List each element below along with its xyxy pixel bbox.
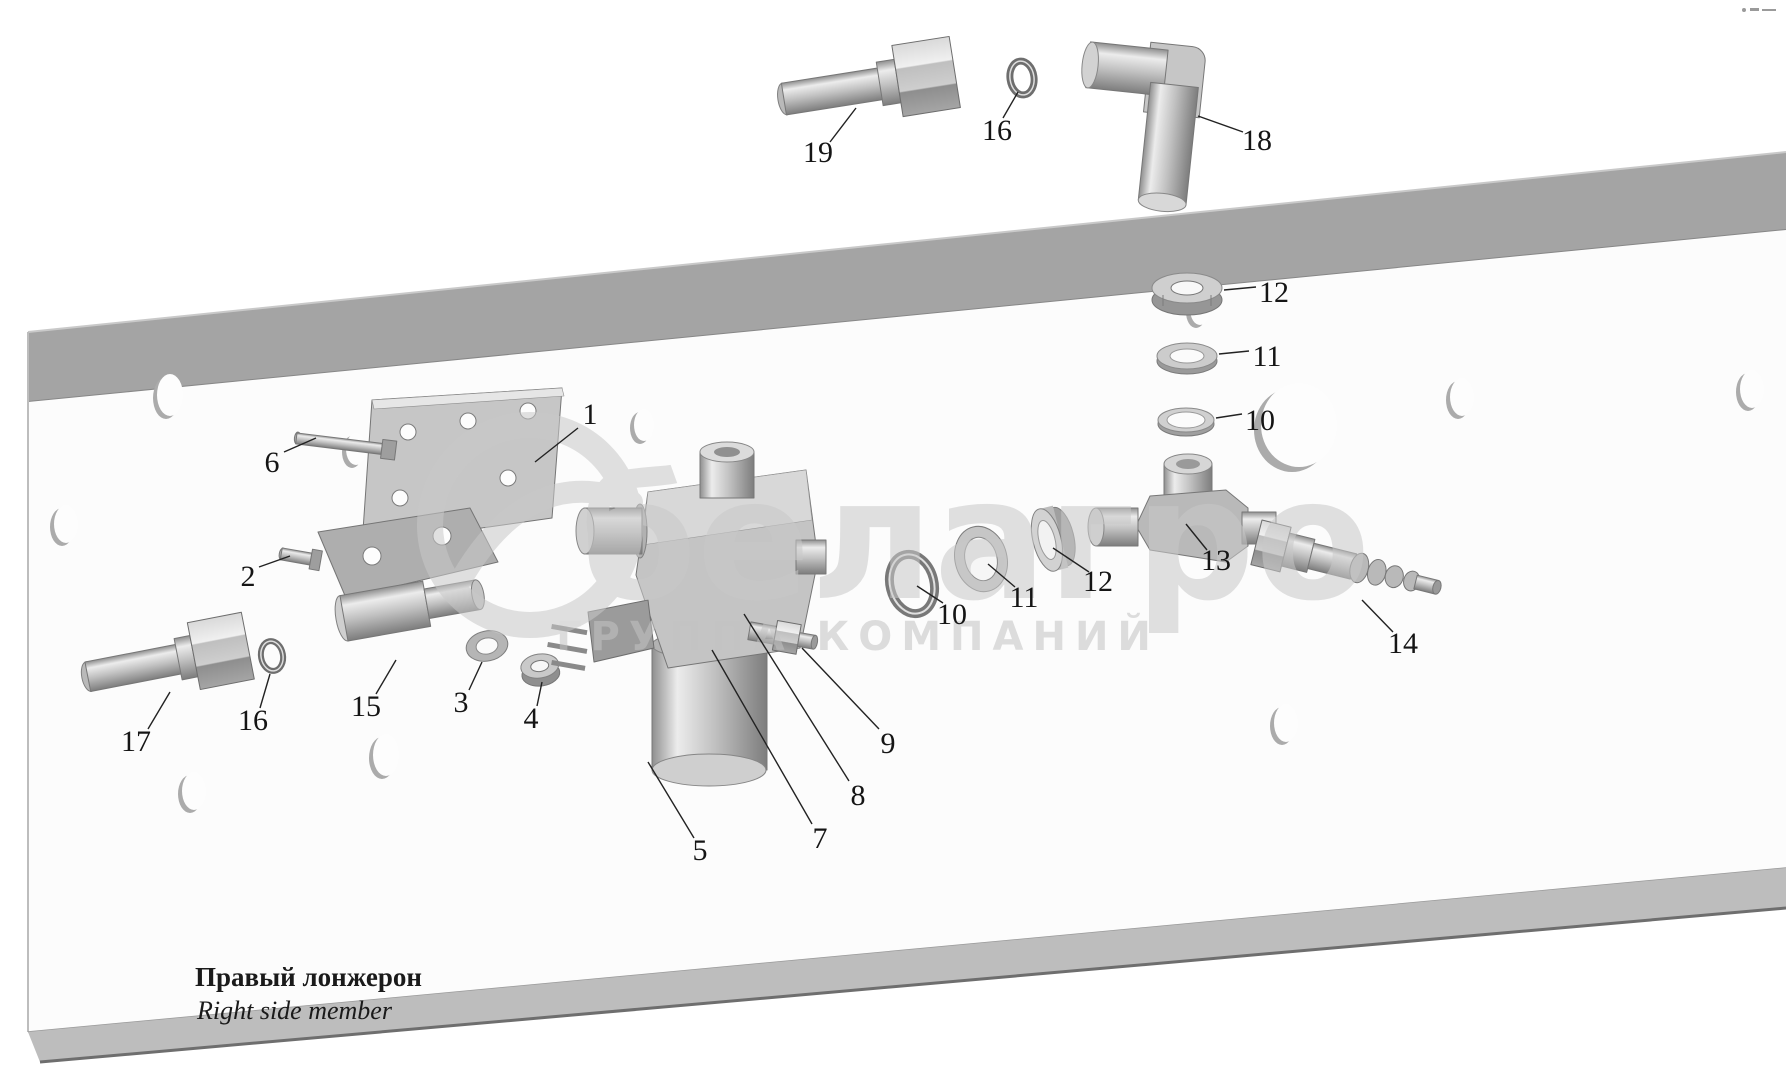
- leader-line: [536, 681, 543, 707]
- rail-hole: [1446, 378, 1474, 419]
- callout-16-left: 16: [238, 704, 268, 737]
- valve-assembly: [547, 441, 827, 787]
- leader-line: [711, 649, 813, 825]
- callout-16-top: 16: [982, 114, 1012, 147]
- callout-3: 3: [454, 686, 469, 719]
- leader-line: [1197, 115, 1244, 133]
- washer-11-mid: [954, 525, 1008, 593]
- callout-11-right: 11: [1253, 340, 1282, 373]
- straight-fitting-17: [80, 611, 255, 692]
- caption-russian: Правый лонжерон: [195, 962, 422, 992]
- washer-3: [465, 630, 509, 662]
- leader-line: [259, 673, 271, 709]
- leader-line: [801, 647, 880, 730]
- sleeve-nut-12-mid: [1030, 505, 1076, 572]
- leader-line: [258, 555, 291, 568]
- leader-line: [283, 437, 317, 453]
- nut-12-right: [1151, 272, 1223, 316]
- callout-15: 15: [351, 690, 381, 723]
- elbow-fitting-18: [1081, 41, 1206, 213]
- callout-19: 19: [803, 136, 833, 169]
- callout-10-mid: 10: [937, 598, 967, 631]
- callout-8: 8: [851, 779, 866, 812]
- callout-17: 17: [121, 725, 151, 758]
- callout-13: 13: [1201, 544, 1231, 577]
- nut-4: [520, 653, 561, 687]
- rail-hole: [1254, 383, 1337, 472]
- parts: [80, 35, 1442, 787]
- callout-1: 1: [583, 398, 598, 431]
- callout-4: 4: [524, 702, 539, 735]
- leader-line: [375, 659, 397, 695]
- valve-body: [635, 469, 827, 669]
- straight-fitting-19: [777, 35, 961, 118]
- leader-line: [647, 761, 695, 839]
- leader-lines: [147, 91, 1394, 839]
- o-ring-16-left: [257, 638, 287, 674]
- rail-hole: [1270, 704, 1298, 745]
- rail-hole: [153, 374, 183, 419]
- callouts: 19 16 18 12 11 10 1 6 2 10 11 12 13 14 1…: [121, 114, 1418, 867]
- leader-line: [1002, 91, 1019, 119]
- valve-top-port: [699, 441, 755, 499]
- leader-line: [987, 563, 1016, 588]
- watermark-subtitle: ГРУППА КОМПАНИЙ: [556, 612, 1160, 660]
- leader-line: [1223, 286, 1257, 291]
- watermark: белагро ГРУППА КОМПАНИЙ: [417, 412, 1371, 660]
- rail-hole: [369, 734, 399, 779]
- side-fitting-9: [747, 620, 819, 655]
- callout-10-right: 10: [1245, 404, 1275, 437]
- pin-6: [293, 431, 398, 461]
- leader-line: [147, 691, 171, 730]
- callout-6: 6: [265, 446, 280, 479]
- leader-line: [1215, 413, 1243, 419]
- rail-top-flange: [28, 152, 1786, 402]
- caption-english: Right side member: [196, 996, 393, 1025]
- leader-line: [1052, 547, 1090, 573]
- rail-bottom-flange: [28, 868, 1786, 1062]
- o-ring-10-mid: [884, 549, 940, 619]
- callout-2: 2: [241, 560, 256, 593]
- leader-line: [916, 585, 944, 604]
- callout-14: 14: [1388, 627, 1418, 660]
- callout-7: 7: [813, 822, 828, 855]
- rail-hole: [630, 409, 654, 444]
- leader-line: [534, 427, 579, 463]
- leader-line: [1361, 599, 1394, 633]
- o-ring-16-top: [1006, 57, 1038, 99]
- rail-hole: [178, 772, 206, 813]
- callout-11-mid: 11: [1010, 581, 1039, 614]
- ring-10-right: [1157, 407, 1215, 437]
- rail-hole: [1736, 370, 1764, 411]
- callout-12-mid: 12: [1083, 565, 1113, 598]
- leader-line: [1185, 523, 1208, 551]
- valve-connector: [547, 599, 655, 671]
- callout-5: 5: [693, 834, 708, 867]
- callout-18: 18: [1242, 124, 1272, 157]
- callout-9: 9: [881, 727, 896, 760]
- callout-12-right: 12: [1259, 276, 1289, 309]
- leader-line: [743, 613, 850, 782]
- rail-hole: [50, 505, 78, 546]
- hose-barb-14: [1250, 519, 1442, 595]
- stud-2: [278, 547, 323, 572]
- washer-11-right: [1156, 342, 1218, 375]
- leader-line: [1218, 350, 1250, 355]
- corner-mark: [1742, 8, 1776, 12]
- leader-line: [468, 661, 483, 691]
- angle-fitting-13: [1087, 453, 1277, 563]
- watermark-name: белагро: [579, 442, 1370, 638]
- leader-line: [829, 107, 857, 143]
- belagro-logo-icon: [417, 412, 643, 638]
